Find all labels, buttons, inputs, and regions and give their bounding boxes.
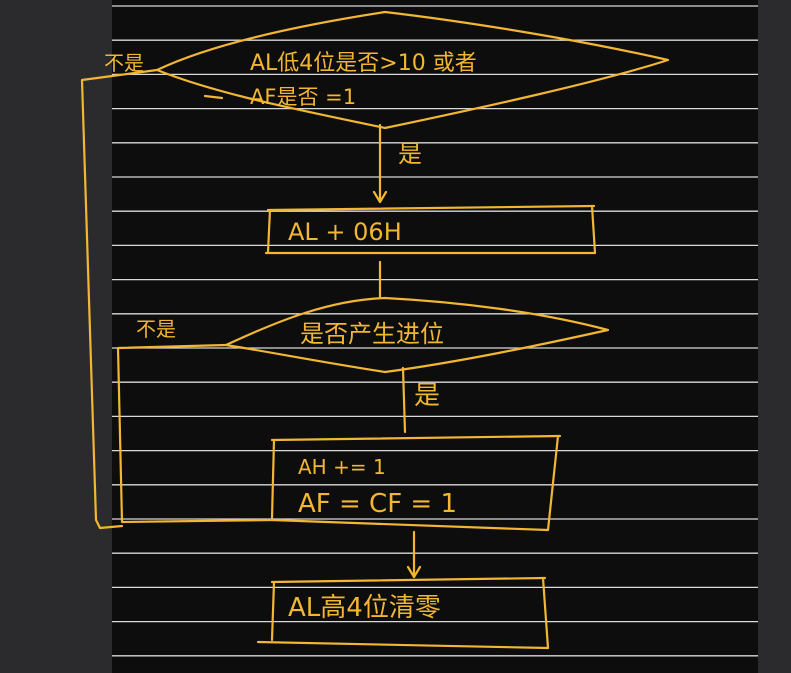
decision-2-yes-label: 是 bbox=[414, 381, 440, 411]
arrow-decision2-to-process2 bbox=[401, 366, 407, 434]
notebook-paper bbox=[112, 0, 758, 673]
decision-1-dash bbox=[203, 94, 224, 100]
flowchart bbox=[80, 10, 670, 650]
decision-1-yes-label: 是 bbox=[398, 140, 422, 168]
decision-1-text-line2: AF是否 =1 bbox=[250, 85, 356, 109]
loop-no-decision1 bbox=[80, 68, 159, 530]
decision-1-shape bbox=[155, 10, 670, 130]
labels: AL低4位是否>10 或者 AF是否 =1 不是 是 AL + 06H 是否产生… bbox=[104, 51, 477, 623]
decision-1-text-line1: AL低4位是否>10 或者 bbox=[250, 51, 477, 76]
loop-no-decision2 bbox=[116, 343, 274, 524]
process-2-text-line1: AH += 1 bbox=[298, 455, 386, 479]
decision-2-no-label: 不是 bbox=[136, 317, 176, 341]
ruled-lines bbox=[112, 5, 758, 657]
process-3-box bbox=[256, 576, 550, 650]
arrowhead-2 bbox=[406, 565, 422, 579]
decision-2-shape bbox=[224, 296, 610, 374]
process-2-text-line2: AF = CF = 1 bbox=[298, 489, 457, 519]
process-2-box bbox=[270, 434, 562, 532]
arrowhead-1 bbox=[372, 190, 388, 204]
decision-1-no-label: 不是 bbox=[104, 51, 144, 75]
process-3-text: AL高4位清零 bbox=[288, 593, 441, 623]
process-1-box bbox=[264, 204, 597, 255]
decision-2-text: 是否产生进位 bbox=[300, 320, 444, 348]
process-1-text: AL + 06H bbox=[288, 218, 402, 246]
